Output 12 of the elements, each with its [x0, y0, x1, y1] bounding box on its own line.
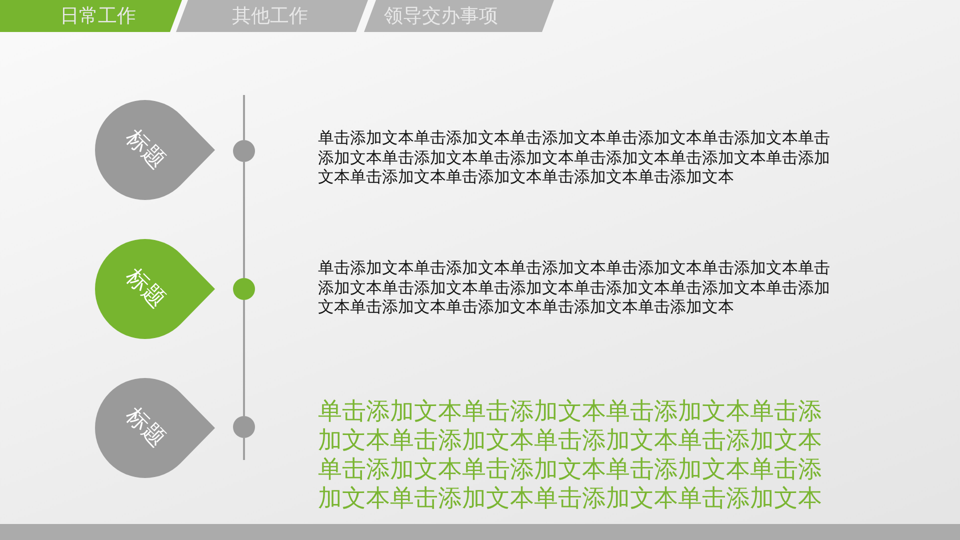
title-drop: 标题: [95, 100, 216, 200]
tab: 日常工作: [0, 0, 182, 32]
timeline-line: [243, 162, 245, 278]
timeline-dot: [233, 416, 255, 438]
paragraph-text: 单击添加文本单击添加文本单击添加文本单击添加文本单击添加文本单击添加文本单击添加文本单击添加文本单击添加文本单击添加文本单击添加文本单击添加文本单击添加文本单击添加文本单击添加文本: [318, 128, 834, 186]
title-drop: 标题: [95, 378, 216, 478]
timeline-dot: [233, 278, 255, 300]
paragraph-text: 单击添加文本单击添加文本单击添加文本单击添加文本单击添加文本单击添加文本单击添加文本单击添加文本单击添加文本单击添加文本单击添加文本单击添加文本单击添加文本单击添加文本单击添加文本: [318, 258, 834, 316]
timeline-dot: [233, 140, 255, 162]
paragraph-text: 单击添加文本单击添加文本单击添加文本单击添加文本单击添加文本单击添加文本单击添加文本单击添加文本单击添加文本单击添加文本单击添加文本单击添加文本单击添加文本单击添加文本: [318, 397, 824, 513]
title-drop: 标题: [95, 239, 216, 339]
timeline-line: [243, 300, 245, 416]
